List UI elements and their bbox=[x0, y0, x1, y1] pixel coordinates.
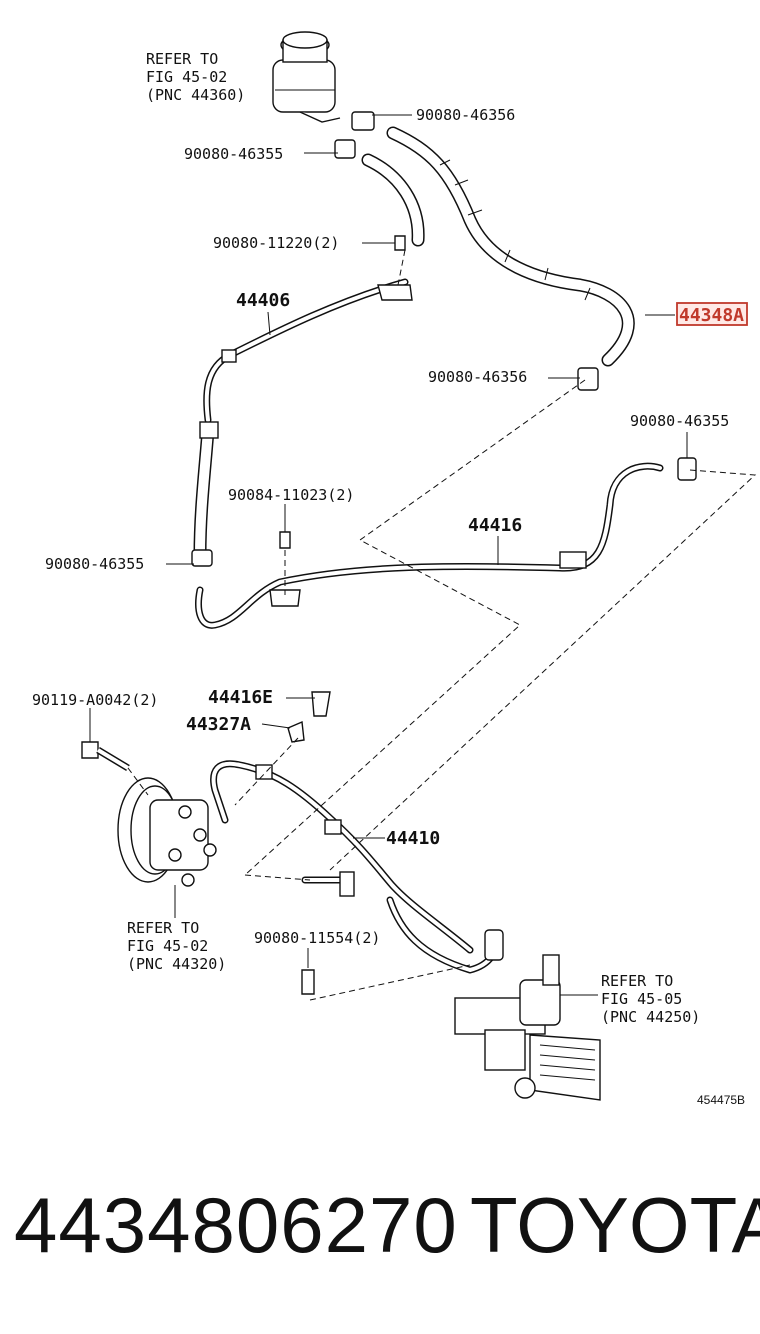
label-clip-left: 90080-46355 bbox=[45, 555, 144, 573]
ref-pump-line-3: (PNC 44320) bbox=[127, 955, 226, 973]
pipe-44406 bbox=[193, 278, 413, 562]
label-bolt-upper: 90080-11220(2) bbox=[213, 234, 339, 252]
power-steering-pump bbox=[117, 777, 217, 887]
parts-diagram: REFER TO FIG 45-02 (PNC 44360) 90080-463… bbox=[32, 31, 757, 1107]
label-bolt-pump: 90119-A0042(2) bbox=[32, 691, 158, 709]
label-bolt-lower: 90080-11554(2) bbox=[254, 929, 380, 947]
ref-reservoir-line-2: FIG 45-02 bbox=[146, 68, 227, 86]
highlighted-part-44348a[interactable]: 44348A bbox=[676, 302, 748, 326]
reservoir-tank bbox=[272, 31, 341, 123]
ref-gear-line-2: FIG 45-05 bbox=[601, 990, 682, 1008]
label-clip-right: 90080-46355 bbox=[630, 412, 729, 430]
label-pnc-44416: 44416 bbox=[468, 515, 522, 536]
label-clip-top-left: 90080-46355 bbox=[184, 145, 283, 163]
dashed-assembly-lines bbox=[127, 249, 757, 1001]
label-bolt-mid: 90084-11023(2) bbox=[228, 486, 354, 504]
steering-gear bbox=[454, 954, 601, 1101]
return-hose-44348a bbox=[386, 126, 635, 367]
leader-lines bbox=[89, 114, 688, 996]
footer: 4434806270 TOYOTA bbox=[0, 1180, 760, 1290]
ref-gear-line-1: REFER TO bbox=[601, 972, 673, 990]
pipe-44416 bbox=[195, 462, 664, 629]
hose-44406-upper bbox=[361, 153, 425, 247]
ref-pump-line-2: FIG 45-02 bbox=[127, 937, 208, 955]
figure-number: 454475B bbox=[697, 1093, 745, 1107]
label-clip-mid: 90080-46356 bbox=[428, 368, 527, 386]
bolts bbox=[81, 235, 406, 995]
ref-pump: REFER TO FIG 45-02 (PNC 44320) bbox=[127, 919, 226, 973]
ref-reservoir-line-1: REFER TO bbox=[146, 50, 218, 68]
ref-reservoir-line-3: (PNC 44360) bbox=[146, 86, 245, 104]
label-pnc-44410: 44410 bbox=[386, 828, 440, 849]
part-number: 4434806270 bbox=[14, 1181, 458, 1269]
brand-name: TOYOTA bbox=[470, 1181, 760, 1269]
label-pnc-44416e: 44416E bbox=[208, 687, 273, 708]
clamps bbox=[191, 111, 697, 567]
pressure-hose-44410 bbox=[210, 760, 504, 974]
ref-reservoir: REFER TO FIG 45-02 (PNC 44360) bbox=[146, 50, 245, 104]
label-clip-top-right: 90080-46356 bbox=[416, 106, 515, 124]
label-pnc-44327a: 44327A bbox=[186, 714, 251, 735]
ref-gear: REFER TO FIG 45-05 (PNC 44250) bbox=[601, 972, 700, 1026]
label-pnc-44348a: 44348A bbox=[679, 305, 744, 326]
ref-pump-line-1: REFER TO bbox=[127, 919, 199, 937]
ref-gear-line-3: (PNC 44250) bbox=[601, 1008, 700, 1026]
label-pnc-44406: 44406 bbox=[236, 290, 290, 311]
